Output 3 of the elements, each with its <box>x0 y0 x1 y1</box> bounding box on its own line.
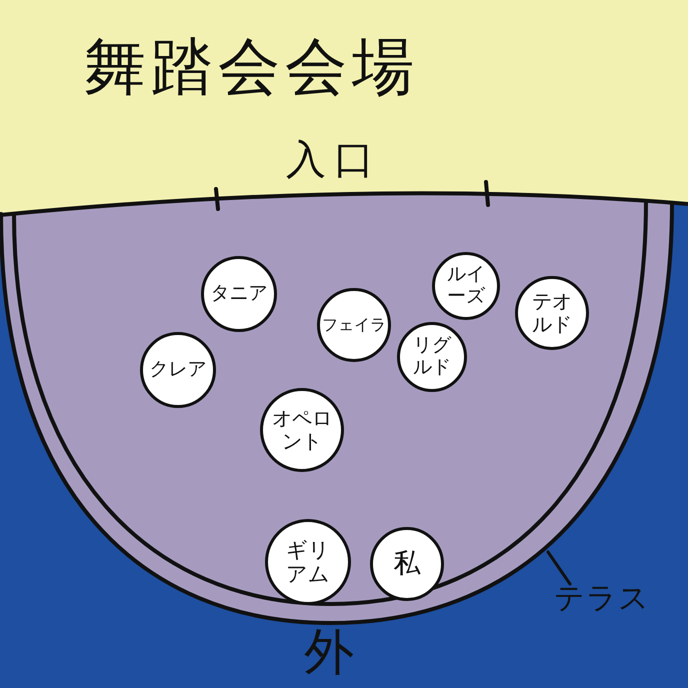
diagram-title: 舞踏会会場 <box>84 36 419 98</box>
entrance-label: 入口 <box>286 140 382 180</box>
outside-label: 外 <box>304 627 354 677</box>
